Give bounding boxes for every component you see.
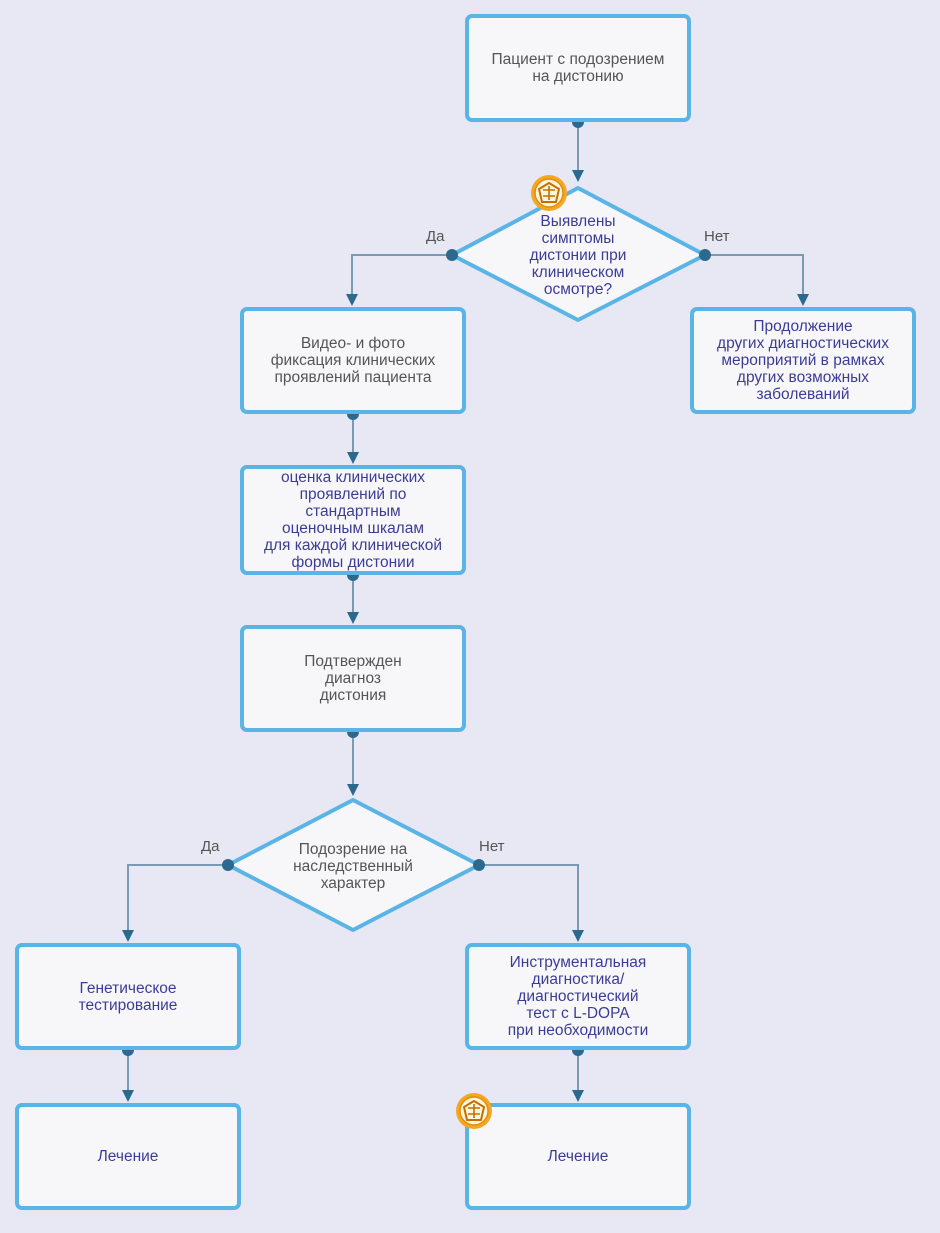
node-video-text: Видео- и фото фиксация клинических прояв… [270,335,436,386]
node-instrumental-text: Инструментальная диагностика/ диагностич… [507,954,649,1039]
node-assessment: оценка клинических проявлений по стандар… [240,465,466,575]
node-other-text: Продолжение других диагностических мероп… [717,318,889,403]
node-genetic: Генетическое тестирование [15,943,241,1050]
node-other: Продолжение других диагностических мероп… [690,307,916,414]
edge-label-d1-yes: Да [426,228,445,245]
node-genetic-text: Генетическое тестирование [78,979,178,1014]
node-treatment-right: Лечение [465,1103,691,1210]
node-treatment-right-text: Лечение [547,1148,609,1165]
decision1-diamond [450,186,707,322]
node-instrumental: Инструментальная диагностика/ диагностич… [465,943,691,1050]
node-start: Пациент с подозрением на дистонию [465,14,691,122]
node-confirmed-text: Подтвержден диагноз дистония [304,653,402,704]
decision1-text: Выявлены симптомы дистонии при клиническ… [529,212,627,298]
edge-decision2-genetic [122,864,228,942]
edge-decision1-video [346,254,452,306]
edge-decision2-instrumental [479,864,584,942]
connector-dot [699,249,711,261]
node-treatment-left-text: Лечение [97,1148,159,1165]
connector-dot [446,249,458,261]
node-video: Видео- и фото фиксация клинических прояв… [240,307,466,414]
edge-label-d2-no: Нет [479,838,505,855]
edge-decision1-other [705,254,809,306]
connector-dot [222,859,234,871]
node-start-text: Пациент с подозрением на дистонию [491,51,665,85]
edge-label-d2-yes: Да [201,838,220,855]
warning-badge-icon [531,175,567,211]
connector-dot [473,859,485,871]
node-assessment-text: оценка клинических проявлений по стандар… [263,469,443,571]
edge-label-d1-no: Нет [704,228,730,245]
warning-badge-icon [456,1093,492,1129]
decision2-text: Подозрение на наследственный характер [293,840,413,892]
decision2-diamond [226,798,481,932]
node-treatment-left: Лечение [15,1103,241,1210]
node-confirmed: Подтвержден диагноз дистония [240,625,466,732]
